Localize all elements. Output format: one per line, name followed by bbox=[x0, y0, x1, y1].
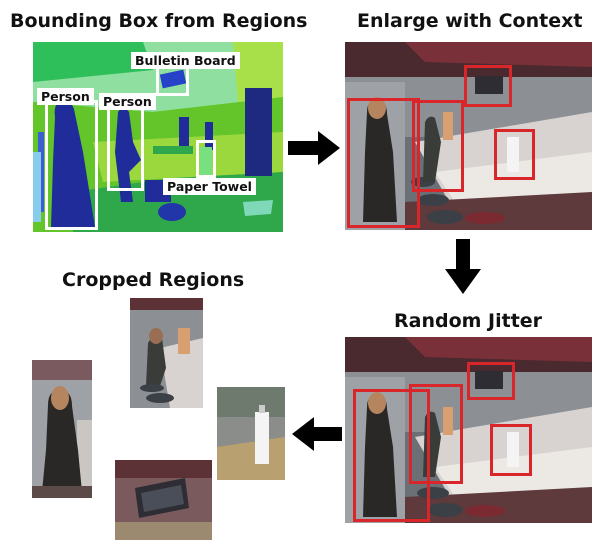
random-jitter-panel bbox=[345, 337, 592, 523]
label-bulletin-board: Bulletin Board bbox=[131, 52, 240, 69]
label-person-left: Person bbox=[37, 88, 94, 105]
crop-bulletin-board bbox=[115, 460, 212, 540]
label-person-right: Person bbox=[99, 93, 156, 110]
heading-bounding-box: Bounding Box from Regions bbox=[10, 10, 308, 32]
jitter-box-person-right bbox=[409, 384, 463, 484]
arrow-right-icon bbox=[288, 131, 340, 165]
enlarged-box-person-right bbox=[412, 100, 464, 192]
segmentation-map-panel: Bulletin Board Person Person Paper Towel bbox=[33, 42, 283, 232]
diner-photo-jitter bbox=[345, 337, 592, 523]
jitter-box-bulletin-board bbox=[467, 362, 515, 400]
heading-cropped-regions: Cropped Regions bbox=[62, 269, 245, 291]
bbox-person-right bbox=[107, 107, 144, 191]
crop-person-left bbox=[32, 360, 92, 498]
diner-photo-enlarged bbox=[345, 42, 592, 230]
jitter-box-paper-towel bbox=[490, 424, 532, 476]
enlarged-box-bulletin-board bbox=[464, 65, 512, 107]
jitter-box-person-left bbox=[353, 389, 430, 522]
bbox-bulletin-board bbox=[156, 66, 189, 96]
label-paper-towel: Paper Towel bbox=[163, 178, 256, 195]
arrow-down-icon bbox=[445, 239, 481, 294]
bbox-person-left bbox=[45, 100, 98, 230]
arrow-left-icon bbox=[292, 417, 342, 451]
enlarged-context-panel bbox=[345, 42, 592, 230]
heading-random-jitter: Random Jitter bbox=[394, 310, 543, 332]
crop-paper-towel bbox=[217, 387, 285, 480]
enlarged-box-person-left bbox=[347, 98, 420, 228]
crop-person-right bbox=[130, 298, 203, 408]
bbox-paper-towel bbox=[196, 140, 216, 178]
enlarged-box-paper-towel bbox=[494, 129, 535, 180]
heading-enlarge-context: Enlarge with Context bbox=[357, 10, 583, 32]
